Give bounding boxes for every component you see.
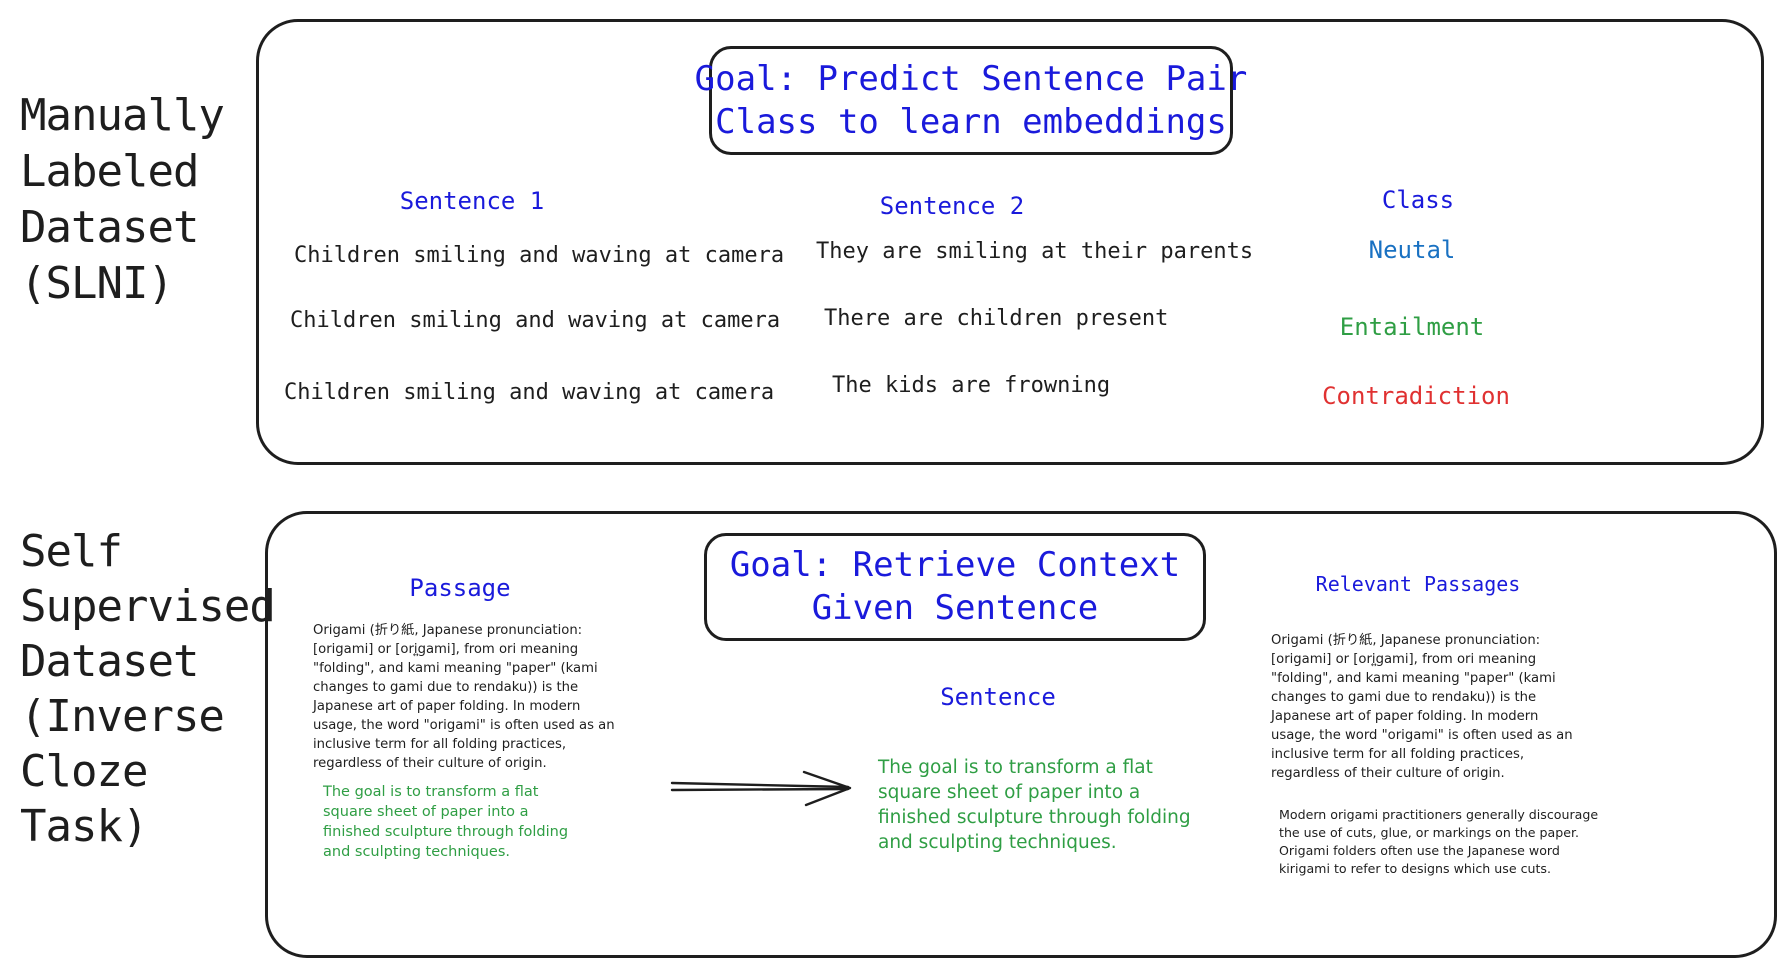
goal-line: Given Sentence [811, 588, 1099, 628]
relevant-line: regardless of their culture of origin. [1271, 766, 1505, 781]
goal-line: Goal: Retrieve Context [729, 545, 1181, 585]
sentence-line: and sculpting techniques. [878, 832, 1117, 853]
header-class: Class [1381, 186, 1455, 214]
relevant-line: usage, the word "origami" is often used … [1271, 728, 1573, 743]
arrow-right-icon [670, 770, 852, 807]
goal-line: Class to learn embeddings [715, 101, 1227, 142]
passage-line: Origami (折り紙, Japanese pronunciation: [313, 623, 583, 638]
relevant-line: changes to gami due to rendaku)) is the [1271, 690, 1537, 705]
header-sentence: Sentence [940, 683, 1056, 711]
row-2-class: Entailment [1339, 313, 1485, 341]
side-label-line: Supervised [20, 581, 276, 632]
goal-line: Goal: Predict Sentence Pair [694, 58, 1248, 99]
passage-line: "folding", and kami meaning "paper" (kam… [313, 661, 598, 676]
relevant-line: Japanese art of paper folding. In modern [1271, 709, 1539, 724]
side-label-line: Manually [20, 90, 225, 141]
passage-green-line: square sheet of paper into a [323, 804, 529, 820]
side-label-line: Dataset [20, 636, 199, 687]
passage-line: inclusive term for all folding practices… [313, 737, 567, 752]
header-passage: Passage [409, 574, 511, 602]
relevant-passage-2: Modern origami practitioners generally d… [1279, 806, 1598, 878]
row-2-sentence-2: There are children present [824, 306, 1169, 331]
top-goal-box: Goal: Predict Sentence Pair Class to lea… [695, 46, 1247, 155]
sentence-line: finished sculpture through folding [878, 807, 1191, 828]
relevant-line: "folding", and kami meaning "paper" (kam… [1271, 671, 1556, 686]
header-sentence-2: Sentence 2 [879, 192, 1025, 220]
passage-green-line: The goal is to transform a flat [323, 784, 539, 800]
side-label-line: Labeled [20, 146, 199, 197]
relevant2-line: the use of cuts, glue, or markings on th… [1279, 825, 1579, 840]
bottom-side-label: Self Supervised Dataset (Inverse Cloze T… [20, 524, 276, 854]
bottom-goal-box: Goal: Retrieve Context Given Sentence [704, 533, 1206, 641]
passage-line: Japanese art of paper folding. In modern [313, 699, 581, 714]
header-sentence-1: Sentence 1 [399, 187, 545, 215]
row-1-sentence-1: Children smiling and waving at camera [294, 243, 785, 268]
side-label-line: Task) [20, 801, 148, 852]
row-1-class: Neutal [1368, 236, 1456, 264]
passage-line: usage, the word "origami" is often used … [313, 718, 615, 733]
side-label-line: Self [20, 526, 123, 577]
row-1-sentence-2: They are smiling at their parents [816, 239, 1254, 264]
passage-line: changes to gami due to rendaku)) is the [313, 680, 579, 695]
header-relevant-passages: Relevant Passages [1315, 572, 1521, 596]
row-3-sentence-1: Children smiling and waving at camera [284, 380, 775, 405]
top-panel [256, 19, 1764, 465]
relevant2-line: kirigami to refer to designs which use c… [1279, 861, 1551, 876]
passage-line: regardless of their culture of origin. [313, 756, 547, 771]
relevant2-line: Modern origami practitioners generally d… [1279, 807, 1599, 822]
row-2-sentence-1: Children smiling and waving at camera [290, 308, 781, 333]
relevant-line: inclusive term for all folding practices… [1271, 747, 1525, 762]
passage-green-sentence: The goal is to transform a flat square s… [323, 782, 568, 862]
relevant-line: Origami (折り紙, Japanese pronunciation: [1271, 633, 1541, 648]
side-label-line: Dataset [20, 202, 199, 253]
passage-green-line: and sculpting techniques. [323, 844, 511, 860]
top-side-label: Manually Labeled Dataset (SLNI) [20, 88, 225, 312]
relevant-passage-1: Origami (折り紙, Japanese pronunciation: [o… [1271, 631, 1573, 783]
passage-green-line: finished sculpture through folding [323, 824, 569, 840]
relevant2-line: Origami folders often use the Japanese w… [1279, 843, 1560, 858]
side-label-line: (Inverse [20, 691, 225, 742]
sentence-line: The goal is to transform a flat [878, 757, 1153, 778]
passage-line: [origami] or [ori͍gami], from ori meanin… [313, 642, 579, 657]
row-3-sentence-2: The kids are frowning [832, 373, 1111, 398]
row-3-class: Contradiction [1322, 382, 1510, 410]
sentence-line: square sheet of paper into a [878, 782, 1141, 803]
side-label-line: (SLNI) [20, 258, 174, 309]
relevant-line: [origami] or [ori͍gami], from ori meanin… [1271, 652, 1537, 667]
sentence-text: The goal is to transform a flat square s… [878, 755, 1191, 855]
bottom-panel [265, 511, 1777, 958]
passage-text: Origami (折り紙, Japanese pronunciation: [o… [313, 621, 615, 773]
side-label-line: Cloze [20, 746, 148, 797]
